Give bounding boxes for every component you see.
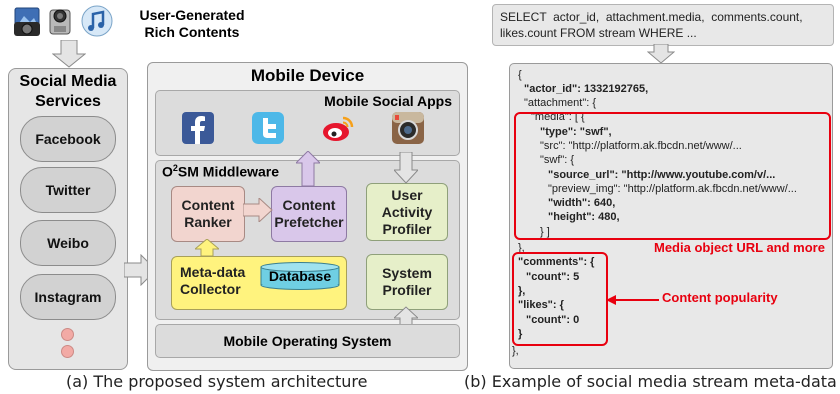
json-line: "height": 480, xyxy=(548,211,620,223)
left-arrow-icon xyxy=(606,295,659,305)
social-media-services-panel xyxy=(8,68,128,370)
arrow-ranker-to-prefetcher xyxy=(243,198,273,222)
arrow-os-to-system-profiler xyxy=(394,306,418,326)
metadata-collector-label: Meta-data Collector xyxy=(180,264,246,297)
down-arrow-icon xyxy=(647,44,675,64)
json-line: "count": 0 xyxy=(526,314,580,326)
arrow-apps-to-user-profiler xyxy=(394,152,418,184)
json-line: "likes": { xyxy=(518,299,564,311)
json-line: "source_url": "http://www.youtube.com/v/… xyxy=(548,169,776,181)
arrow-collector-to-ranker xyxy=(195,239,219,257)
json-line: "media": [ { xyxy=(531,111,585,123)
media-highlight-box xyxy=(514,112,831,240)
popularity-highlight-box xyxy=(512,252,608,346)
json-line: }, xyxy=(518,285,526,297)
mobile-social-apps-title: Mobile Social Apps xyxy=(324,93,452,109)
caption-left: (a) The proposed system architecture xyxy=(66,372,368,391)
more-dot xyxy=(61,345,74,358)
database-icon xyxy=(260,262,340,290)
query-text: SELECT actor_id, attachment.media, comme… xyxy=(500,10,803,40)
mobile-device-title: Mobile Device xyxy=(250,66,365,85)
service-weibo: Weibo xyxy=(20,220,116,266)
system-profiler: System Profiler xyxy=(366,254,448,310)
json-line: "width": 640, xyxy=(548,197,616,209)
photo-icon xyxy=(12,6,42,38)
more-dot xyxy=(61,328,74,341)
json-panel: { "actor_id": 1332192765, "attachment": … xyxy=(509,63,833,369)
middleware-title: O2SM Middleware xyxy=(162,163,280,180)
json-line: "swf": { xyxy=(540,154,575,166)
json-line: "actor_id": 1332192765, xyxy=(524,83,649,95)
json-line: "preview_img": "http://platform.ak.fbcdn… xyxy=(548,183,797,195)
mobile-operating-system: Mobile Operating System xyxy=(155,324,460,358)
content-prefetcher: Content Prefetcher xyxy=(271,186,347,242)
twitter-icon xyxy=(252,112,284,144)
json-line: { xyxy=(518,69,522,81)
database-label: Database xyxy=(268,268,332,284)
user-activity-profiler: User Activity Profiler xyxy=(366,183,448,241)
service-facebook: Facebook xyxy=(20,116,116,162)
json-line: "comments": { xyxy=(518,256,595,268)
json-line: } ] xyxy=(540,226,550,238)
media-annotation: Media object URL and more xyxy=(654,240,825,255)
user-generated-content-label: User-Generated Rich Contents xyxy=(139,7,245,40)
camcorder-icon xyxy=(46,4,76,38)
social-media-services-title: Social Media Services xyxy=(19,73,117,110)
service-twitter: Twitter xyxy=(20,167,116,213)
facebook-icon xyxy=(182,112,214,144)
json-line: }, xyxy=(512,345,519,357)
music-icon xyxy=(80,4,114,38)
popularity-annotation: Content popularity xyxy=(662,290,778,305)
content-ranker: Content Ranker xyxy=(171,186,245,242)
json-line: "type": "swf", xyxy=(540,126,612,138)
instagram-icon xyxy=(392,112,424,144)
service-instagram: Instagram xyxy=(20,274,116,320)
json-line: }, xyxy=(518,242,525,254)
arrow-prefetcher-to-apps xyxy=(296,151,320,187)
query-box: SELECT actor_id, attachment.media, comme… xyxy=(492,4,834,46)
caption-right: (b) Example of social media stream meta-… xyxy=(464,372,837,391)
json-line: "attachment": { xyxy=(524,97,597,109)
down-arrow-icon xyxy=(52,40,86,68)
json-line: "count": 5 xyxy=(526,271,580,283)
weibo-icon xyxy=(322,114,354,144)
json-line: } xyxy=(518,328,523,340)
json-line: "src": "http://platform.ak.fbcdn.net/www… xyxy=(540,140,742,152)
